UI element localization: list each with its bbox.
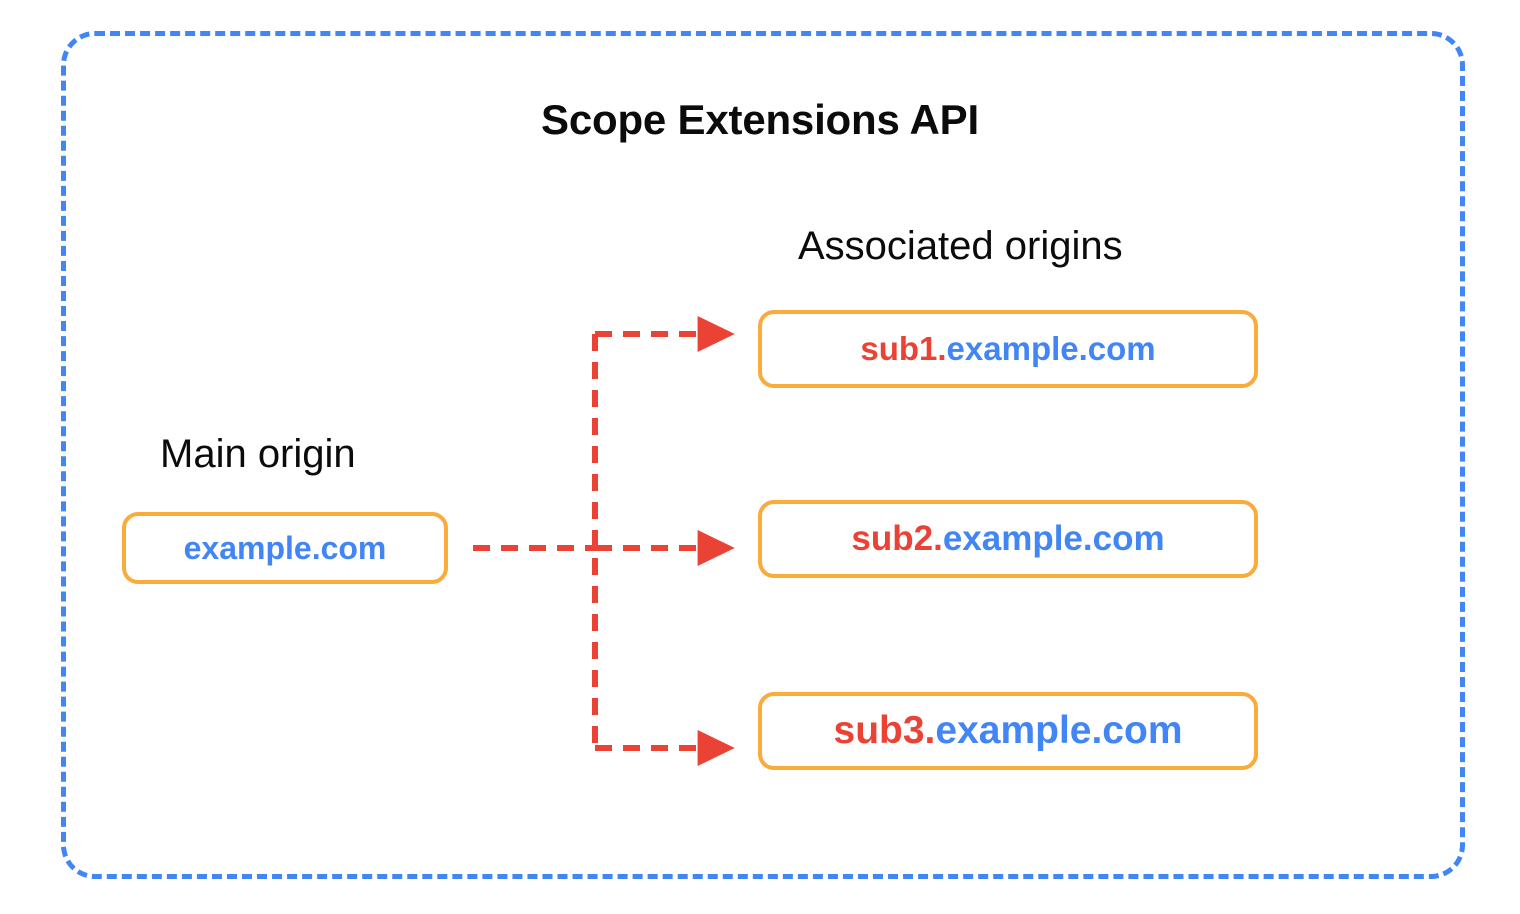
origin-subdomain-text: sub3. — [833, 709, 936, 752]
origin-box-sub1[interactable]: sub1.example.com — [758, 310, 1258, 388]
origin-domain-text: example.com — [935, 709, 1183, 752]
origin-subdomain-text: sub1. — [860, 330, 947, 367]
origin-domain-text: example.com — [942, 519, 1165, 558]
origin-domain-text: example.com — [183, 529, 387, 566]
page-title: Scope Extensions API — [541, 96, 979, 143]
origin-box-sub3[interactable]: sub3.example.com — [758, 692, 1258, 770]
origin-box-sub2[interactable]: sub2.example.com — [758, 500, 1258, 578]
outer-dashed-frame — [61, 31, 1465, 879]
origin-box-main[interactable]: example.com — [122, 512, 448, 584]
origin-subdomain-text: sub2. — [851, 519, 943, 558]
origin-domain-text: example.com — [946, 330, 1156, 367]
main-origin-label: Main origin — [160, 432, 356, 476]
associated-origins-label: Associated origins — [798, 224, 1123, 268]
